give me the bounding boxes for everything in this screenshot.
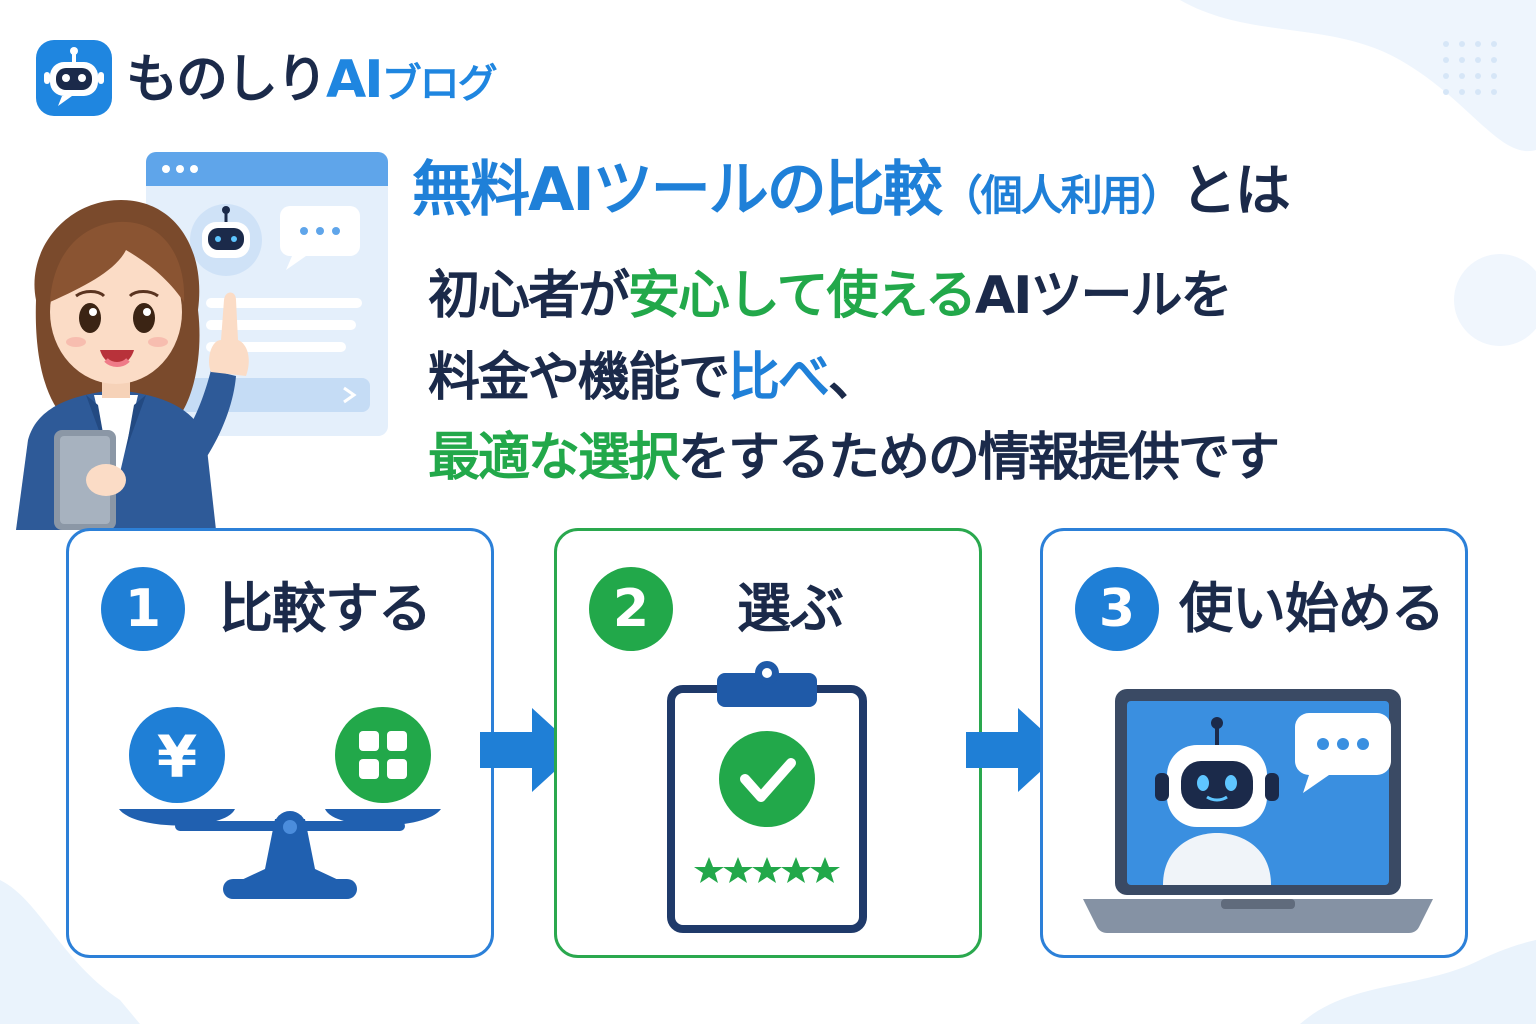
feature-grid-icon <box>335 707 431 803</box>
arrow-right-icon <box>966 708 1064 792</box>
line3-part-1: 最適な選択 <box>428 428 680 488</box>
step-card-compare: 1 比較する ¥ <box>66 528 494 958</box>
title-end: とは <box>1180 159 1291 224</box>
chat-window-illustration <box>146 152 388 436</box>
line1-part-1: 初心者が <box>428 266 630 326</box>
brand-name: ものしり <box>126 50 328 110</box>
yen-coin-icon: ¥ <box>129 707 225 803</box>
step-number-2: 2 <box>589 567 673 651</box>
woman-pointing-illustration <box>16 200 249 530</box>
step-number-3: 3 <box>1075 567 1159 651</box>
step-card-choose: 2 選ぶ <box>554 528 982 958</box>
brand-suffix: ブログ <box>381 61 498 107</box>
laptop-robot-icon <box>1083 689 1433 933</box>
page-title: 無料AIツールの比較（個人利用）とは <box>412 150 1291 245</box>
step-label-compare: 比較する <box>219 577 432 640</box>
line1-part-2: 安心して使える <box>628 266 977 326</box>
description-line-3: 最適な選択をするための情報提供です <box>428 426 1280 490</box>
line1-part-3: AIツールを <box>974 266 1233 326</box>
description-line-1: 初心者が安心して使えるAIツールを <box>428 264 1233 328</box>
step-card-start: 3 使い始める <box>1040 528 1468 958</box>
title-main: 無料AIツールの比較 <box>412 155 943 225</box>
line3-part-2: をするための情報提供です <box>678 428 1280 488</box>
line2-part-1: 料金や機能で <box>428 348 730 408</box>
yen-symbol: ¥ <box>157 723 197 791</box>
arrow-right-icon <box>480 708 578 792</box>
brand-logo-text: ものしりAIブログ <box>126 48 498 116</box>
step-label-choose: 選ぶ <box>737 577 844 640</box>
line2-part-3: 、 <box>828 348 880 408</box>
step-number-1: 1 <box>101 567 185 651</box>
balance-scale-icon: ¥ <box>119 707 441 899</box>
brand-ai: AI <box>326 50 384 110</box>
title-paren: （個人利用） <box>940 171 1183 220</box>
five-stars-icon <box>694 857 840 883</box>
step-label-start: 使い始める <box>1179 577 1445 640</box>
robot-logo-icon <box>36 40 112 116</box>
description-line-2: 料金や機能で比べ、 <box>428 346 880 410</box>
clipboard-check-icon <box>667 661 867 933</box>
line2-part-2: 比べ <box>728 348 830 408</box>
